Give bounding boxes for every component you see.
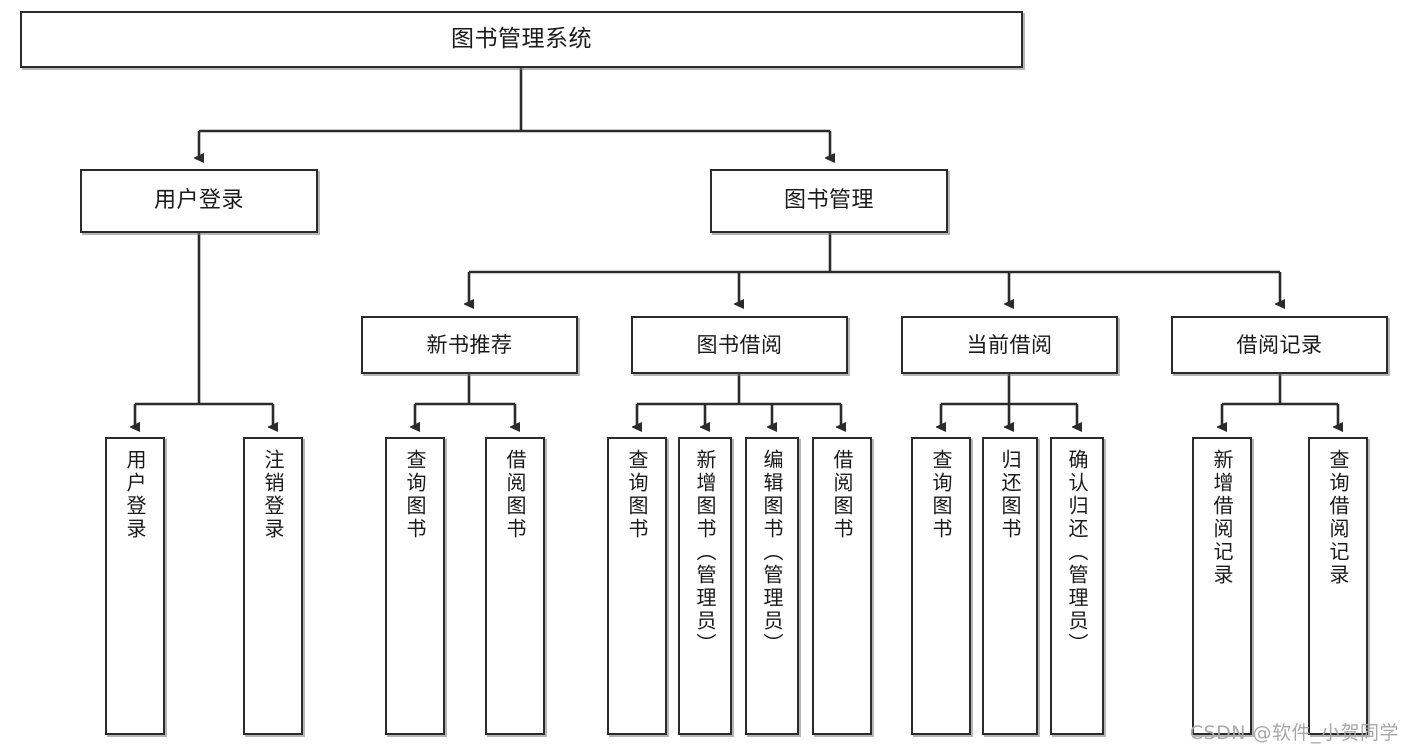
node-borrow-records[interactable]: 借阅记录 — [1171, 316, 1388, 374]
leaf-borrow-borrow-book[interactable]: 借阅图书 — [812, 437, 872, 735]
leaf-borrow-edit-book[interactable]: 编辑图书（管理员） — [745, 437, 799, 735]
leaf-records-add-label: 新增借阅记录 — [1210, 449, 1234, 587]
leaf-new-book-query-label: 查询图书 — [403, 449, 427, 541]
watermark: CSDN @软件_小贺同学 — [1189, 722, 1399, 744]
node-book-management-label: 图书管理 — [783, 188, 874, 214]
node-root[interactable]: 图书管理系统 — [20, 11, 1023, 68]
node-current-borrow[interactable]: 当前借阅 — [901, 316, 1118, 374]
node-user-login[interactable]: 用户登录 — [80, 169, 318, 233]
node-book-management[interactable]: 图书管理 — [710, 169, 948, 233]
leaf-user-login-logout-label: 注销登录 — [261, 449, 285, 541]
leaf-user-login-login-label: 用户登录 — [123, 449, 147, 541]
leaf-current-query-label: 查询图书 — [929, 449, 953, 541]
node-book-borrow-label: 图书借阅 — [696, 332, 783, 357]
node-current-borrow-label: 当前借阅 — [966, 332, 1053, 357]
leaf-borrow-add-book[interactable]: 新增图书（管理员） — [678, 437, 732, 735]
leaf-current-confirm-return[interactable]: 确认归还（管理员） — [1050, 437, 1104, 735]
leaf-records-query-label: 查询借阅记录 — [1326, 449, 1350, 587]
node-user-login-label: 用户登录 — [153, 188, 244, 214]
leaf-new-book-borrow[interactable]: 借阅图书 — [485, 437, 545, 735]
leaf-borrow-borrow-book-label: 借阅图书 — [830, 449, 854, 541]
leaf-current-query[interactable]: 查询图书 — [911, 437, 971, 735]
leaf-records-add[interactable]: 新增借阅记录 — [1192, 437, 1252, 735]
node-root-label: 图书管理系统 — [451, 25, 592, 52]
leaf-current-return[interactable]: 归还图书 — [982, 437, 1038, 735]
leaf-borrow-edit-book-label: 编辑图书（管理员） — [760, 449, 784, 656]
leaf-borrow-query[interactable]: 查询图书 — [607, 437, 667, 735]
node-book-borrow[interactable]: 图书借阅 — [631, 316, 848, 374]
node-new-book-recommend-label: 新书推荐 — [426, 332, 513, 357]
leaf-current-return-label: 归还图书 — [998, 449, 1022, 541]
leaf-user-login-login[interactable]: 用户登录 — [105, 437, 165, 735]
leaf-borrow-query-label: 查询图书 — [625, 449, 649, 541]
leaf-current-confirm-return-label: 确认归还（管理员） — [1065, 449, 1089, 656]
leaf-borrow-add-book-label: 新增图书（管理员） — [693, 449, 717, 656]
node-borrow-records-label: 借阅记录 — [1236, 332, 1323, 357]
node-new-book-recommend[interactable]: 新书推荐 — [361, 316, 578, 374]
leaf-new-book-query[interactable]: 查询图书 — [385, 437, 445, 735]
leaf-records-query[interactable]: 查询借阅记录 — [1308, 437, 1368, 735]
leaf-user-login-logout[interactable]: 注销登录 — [243, 437, 303, 735]
leaf-new-book-borrow-label: 借阅图书 — [503, 449, 527, 541]
